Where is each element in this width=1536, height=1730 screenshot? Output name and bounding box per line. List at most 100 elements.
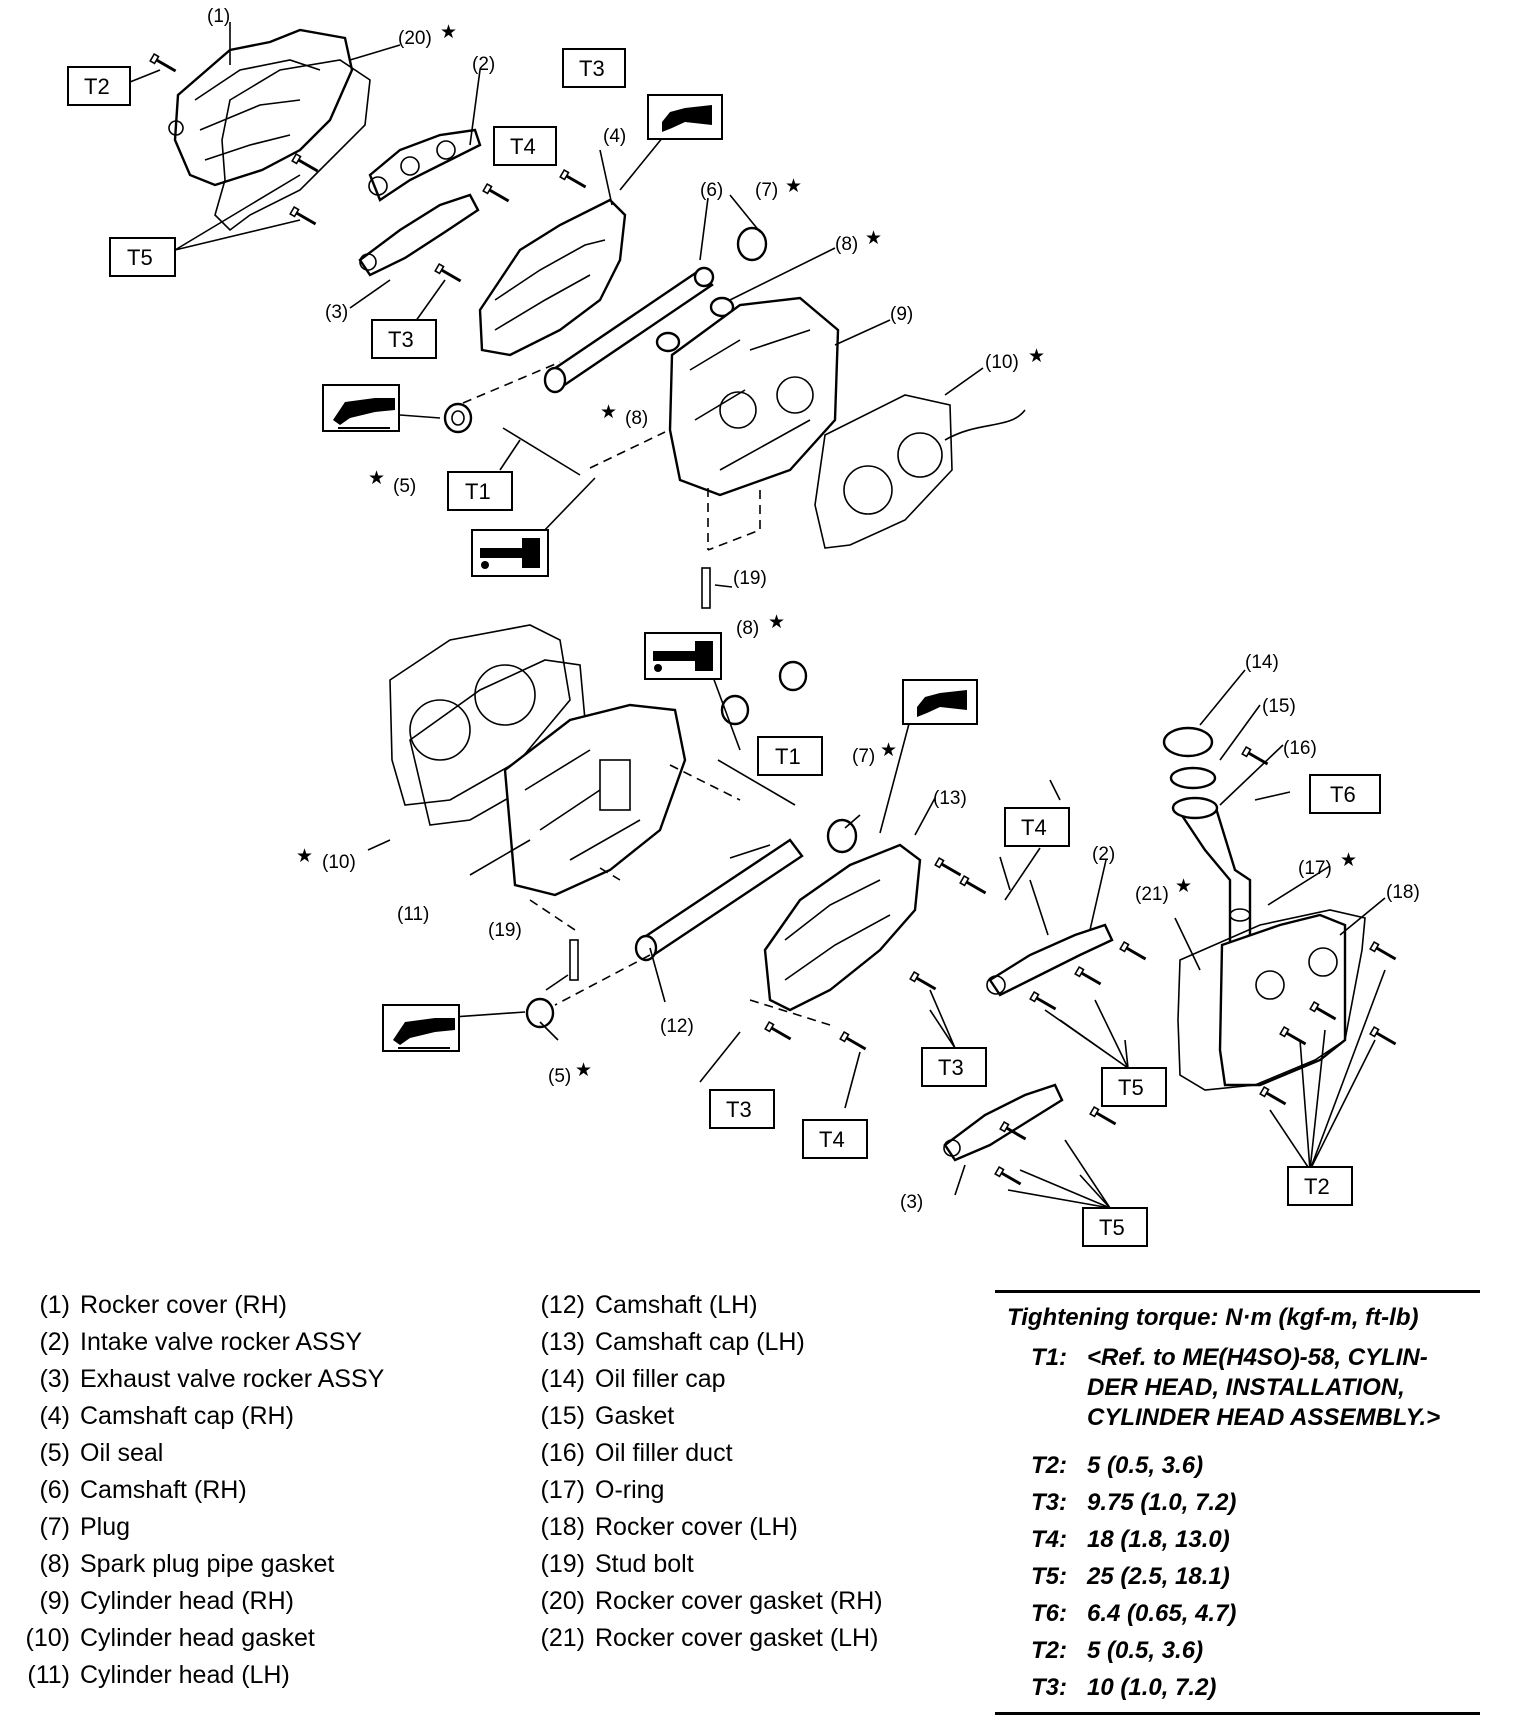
engine-oil-icon [471,529,549,577]
callout-8-mid: (8) [625,408,648,429]
callout-2-lower: (2) [1092,844,1115,865]
star: ★ [575,1060,592,1081]
callout-3-upper: (3) [325,302,348,323]
callout-2-upper: (2) [472,54,495,75]
cylinder-head-lh [503,703,687,897]
exploded-view-diagram: (1) (20) ★ (2) (4) (6) (7) ★ (8) ★ (9) (… [67,6,1420,1247]
legend-item: (21)Rocker cover gasket (LH) [540,1624,879,1652]
svg-text:T4: T4 [819,1127,845,1152]
svg-text:T2: T2 [84,74,110,99]
callout-21: (21) [1135,884,1169,905]
o-ring [1229,908,1251,922]
exhaust-valve-rocker-rh [358,193,480,277]
legend-item: (4)Camshaft cap (RH) [39,1402,294,1430]
svg-text:T1: T1 [775,744,801,769]
spark-plug-pipe-gasket-a [709,296,735,318]
callout-12: (12) [660,1016,694,1037]
stud-bolt-lh [569,939,579,981]
legend-item: (20)Rocker cover gasket (RH) [540,1587,883,1615]
legend-item: (9)Cylinder head (RH) [39,1587,294,1615]
grease-icon [322,384,400,432]
legend-item: (7)Plug [39,1513,131,1541]
oil-filler-assembly [1162,726,1252,947]
parts-legend: (1)Rocker cover (RH) (2)Intake valve roc… [0,1290,1536,1730]
legend-item: (19)Stud bolt [540,1550,694,1578]
callout-16: (16) [1283,738,1317,759]
svg-text:T3: T3 [726,1097,752,1122]
torque-box-t1-lower: T1 [757,736,823,776]
callout-19-upper: (19) [733,568,767,589]
stud-bolt-rh [701,567,711,609]
svg-text:T3: T3 [388,327,414,352]
table-top-rule [995,1290,1480,1293]
grease-icon [382,1004,460,1052]
torque-box-t4-lower-right: T4 [1004,807,1070,847]
star: ★ [1028,346,1045,367]
callout-15: (15) [1262,696,1296,717]
legend-item: (5)Oil seal [39,1439,164,1467]
camshaft-cap-lh [763,843,922,1012]
star: ★ [880,740,897,761]
legend-item: (14)Oil filler cap [540,1365,726,1393]
rocker-cover-lh [1218,913,1347,1087]
callout-4: (4) [603,126,626,147]
spark-plug-pipe-gasket-b [655,331,681,353]
callout-10-lower: (10) [322,852,356,873]
star: ★ [440,22,457,43]
torque-box-t3-top: T3 [562,48,626,88]
cylinder-head-rh [668,296,840,497]
torque-box-t4-lower-left: T4 [802,1119,868,1159]
callout-8-lower: (8) [736,618,759,639]
legend-item: (15)Gasket [540,1402,675,1430]
plug-lh [826,818,858,854]
rocker-cover-rh [168,28,354,187]
engine-oil-icon [644,632,722,680]
svg-text:T3: T3 [579,56,605,81]
legend-item: (1)Rocker cover (RH) [39,1291,287,1319]
torque-box-t2-lower: T2 [1287,1166,1353,1206]
callout-13: (13) [933,788,967,809]
oil-seal-rh [443,402,473,434]
legend-item: (17)O-ring [540,1476,665,1504]
callout-10-upper: (10) [985,352,1019,373]
legend-item: (10)Cylinder head gasket [25,1624,315,1652]
camshaft-cap-rh [478,198,627,357]
torque-box-t5-lower-bottom: T5 [1082,1207,1148,1247]
legend-item: (3)Exhaust valve rocker ASSY [39,1365,385,1393]
torque-box-t2-top: T2 [67,66,131,106]
callout-8-upper: (8) [835,234,858,255]
torque-box-t3-lower-left: T3 [709,1089,775,1129]
callout-5-upper: (5) [393,476,416,497]
torque-box-t3-lower-right: T3 [921,1047,987,1087]
exhaust-valve-rocker-lh [943,1083,1064,1162]
cylinder-head-gasket-rh [814,394,1026,549]
callout-17: (17) [1298,858,1332,879]
legend-item: (12)Camshaft (LH) [540,1291,758,1319]
sealant-icon [902,679,978,725]
svg-text:T4: T4 [1021,815,1047,840]
callout-19-lower: (19) [488,920,522,941]
torque-box-t1-upper: T1 [447,471,513,511]
callout-7-upper: (7) [755,180,778,201]
rocker-cover-gasket-lh [1177,909,1366,1091]
callout-7-lower: (7) [852,746,875,767]
callout-1: (1) [207,6,230,27]
star: ★ [1340,850,1357,871]
callout-18: (18) [1386,882,1420,903]
star: ★ [768,612,785,633]
star: ★ [368,468,385,489]
torque-table-heading: Tightening torque: N·m (kgf-m, ft-lb) [1007,1304,1419,1331]
torque-box-t3-mid: T3 [371,319,437,359]
svg-text:T6: T6 [1330,782,1356,807]
torque-box-t5-top: T5 [109,237,176,277]
callout-20: (20) [398,28,432,49]
sealant-icon [647,94,723,140]
intake-valve-rocker-rh [368,128,482,202]
svg-text:T5: T5 [1118,1075,1144,1100]
svg-text:T2: T2 [1304,1174,1330,1199]
intake-valve-rocker-lh [986,923,1114,997]
legend-item: (16)Oil filler duct [540,1439,733,1467]
legend-item: (8)Spark plug pipe gasket [39,1550,335,1578]
legend-item: (13)Camshaft cap (LH) [540,1328,805,1356]
star: ★ [865,228,882,249]
